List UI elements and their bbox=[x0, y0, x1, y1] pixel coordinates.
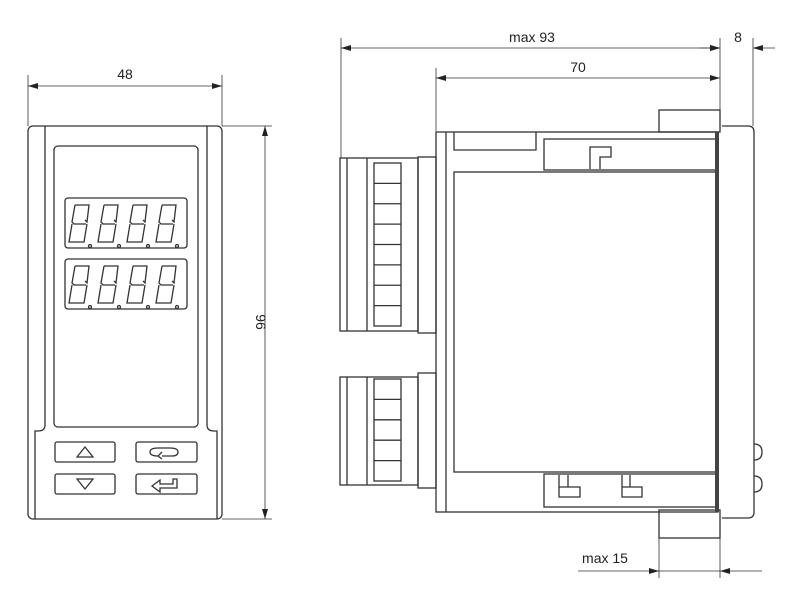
panel-label: max 15 bbox=[582, 550, 628, 566]
housing-top-rib bbox=[453, 132, 537, 151]
seven-segment-digit bbox=[97, 265, 119, 304]
seven-segment-digit bbox=[155, 204, 177, 243]
panel-cutout-top bbox=[658, 109, 721, 133]
decimal-point bbox=[145, 304, 151, 310]
bezel-inner-lines bbox=[34, 126, 218, 519]
height-dimension: 96 bbox=[222, 125, 272, 520]
bottom-latches bbox=[558, 475, 643, 498]
bezel-label: 8 bbox=[734, 29, 742, 45]
decimal-point bbox=[116, 243, 122, 249]
decimal-point bbox=[174, 243, 180, 249]
front-view: 48 96 bbox=[27, 66, 272, 520]
terminal-block-bottom bbox=[339, 372, 437, 489]
seven-segment-digit bbox=[97, 204, 119, 243]
up-button[interactable] bbox=[54, 441, 116, 463]
decimal-point bbox=[116, 304, 122, 310]
display-window bbox=[53, 145, 199, 428]
front-bezel bbox=[27, 125, 223, 520]
inner-frame bbox=[453, 171, 717, 473]
seven-segment-digit bbox=[126, 265, 148, 304]
cycle-button[interactable] bbox=[135, 441, 198, 463]
up-arrow-icon bbox=[75, 445, 95, 458]
display-bottom bbox=[64, 258, 188, 310]
seven-segment-digit bbox=[155, 265, 177, 304]
top-latch-housing bbox=[543, 138, 717, 171]
side-view: max 93 70 8 max 15 bbox=[339, 29, 775, 578]
max-depth-label: max 93 bbox=[509, 29, 555, 45]
cycle-icon bbox=[149, 447, 179, 460]
depth-dimension: 70 bbox=[435, 59, 720, 131]
decimal-point bbox=[145, 243, 151, 249]
decimal-point bbox=[87, 243, 93, 249]
terminal-block-top bbox=[339, 156, 437, 334]
top-latch bbox=[589, 146, 612, 169]
enter-button[interactable] bbox=[135, 473, 198, 495]
down-arrow-icon bbox=[75, 478, 95, 491]
panel-dimension: max 15 bbox=[578, 520, 762, 578]
seven-segment-digit bbox=[126, 204, 148, 243]
housing bbox=[435, 131, 719, 513]
down-button[interactable] bbox=[54, 473, 116, 495]
decimal-point bbox=[87, 304, 93, 310]
depth-label: 70 bbox=[570, 59, 586, 75]
seven-segment-digit bbox=[68, 265, 90, 304]
panel-cutout-bottom bbox=[658, 509, 721, 539]
seven-segment-digit bbox=[68, 204, 90, 243]
bezel-dimension: 8 bbox=[700, 29, 775, 126]
decimal-point bbox=[174, 304, 180, 310]
max-depth-dimension: max 93 bbox=[340, 29, 721, 158]
display-top bbox=[64, 197, 188, 249]
width-label: 48 bbox=[117, 66, 133, 82]
enter-icon bbox=[150, 478, 178, 494]
side-bezel bbox=[722, 125, 755, 519]
bezel-clips bbox=[753, 443, 763, 493]
width-dimension: 48 bbox=[27, 66, 223, 126]
height-label: 96 bbox=[253, 314, 269, 330]
